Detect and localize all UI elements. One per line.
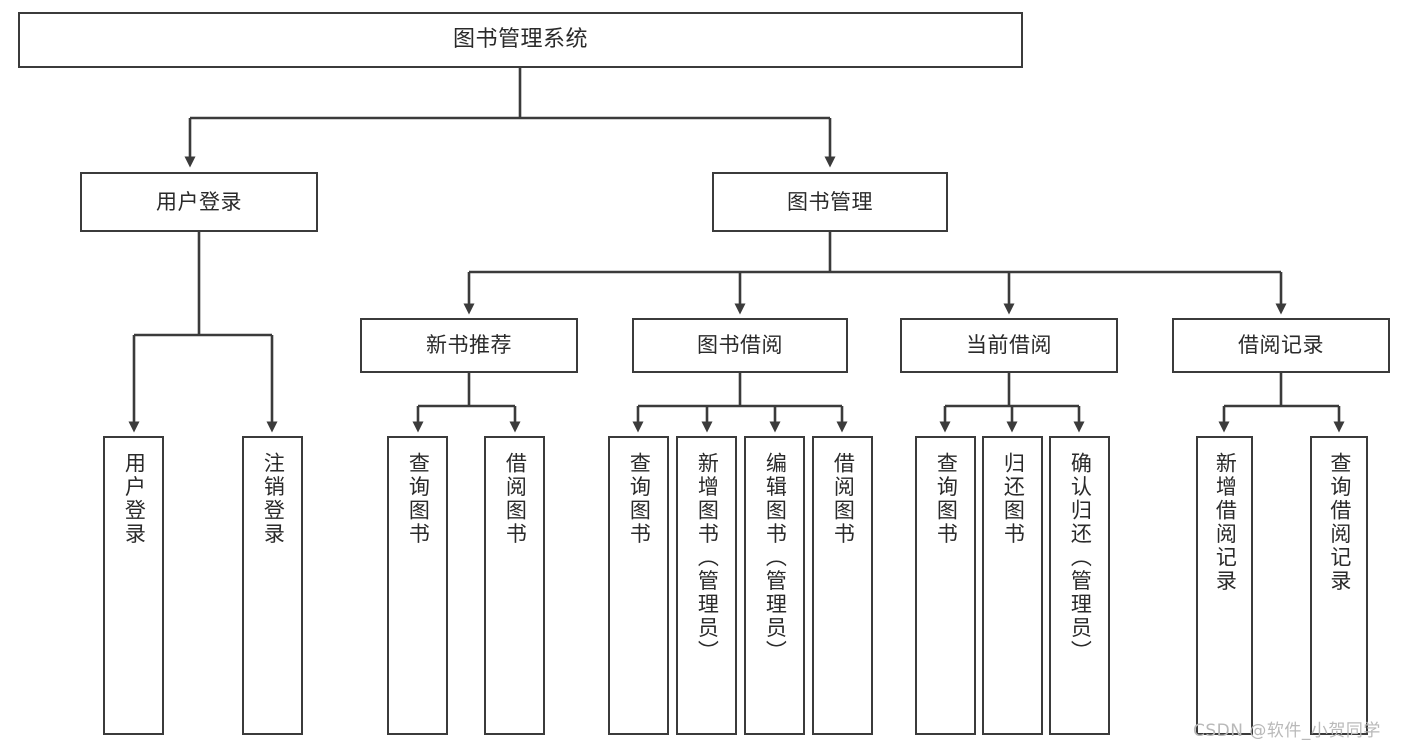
node-leaf-query-book-1-label: 查询图书 (406, 452, 431, 546)
node-book-borrow-label: 图书借阅 (697, 333, 783, 358)
node-book-manage[interactable]: 图书管理 (712, 172, 948, 232)
node-leaf-query-book-2[interactable]: 查询图书 (608, 436, 669, 735)
node-user-login-label: 用户登录 (156, 189, 242, 214)
node-current-borrow[interactable]: 当前借阅 (900, 318, 1118, 373)
node-leaf-query-book-3[interactable]: 查询图书 (915, 436, 976, 735)
node-leaf-borrow-book-1[interactable]: 借阅图书 (484, 436, 545, 735)
node-new-book-recommend[interactable]: 新书推荐 (360, 318, 578, 373)
node-leaf-edit-book[interactable]: 编辑图书（管理员） (744, 436, 805, 735)
node-leaf-user-login-label: 用户登录 (122, 452, 147, 546)
node-leaf-query-book-3-label: 查询图书 (934, 452, 959, 546)
edge-group-root (184, 68, 836, 168)
node-borrow-record-label: 借阅记录 (1238, 333, 1324, 358)
edge-group-new-book-recommend (412, 373, 521, 433)
node-new-book-recommend-label: 新书推荐 (426, 333, 512, 358)
node-leaf-borrow-book-2-label: 借阅图书 (831, 452, 856, 546)
node-root[interactable]: 图书管理系统 (18, 12, 1023, 68)
node-leaf-query-book-1[interactable]: 查询图书 (387, 436, 448, 735)
node-leaf-return-book[interactable]: 归还图书 (982, 436, 1043, 735)
node-leaf-add-book[interactable]: 新增图书（管理员） (676, 436, 737, 735)
node-leaf-logout-login[interactable]: 注销登录 (242, 436, 303, 735)
node-leaf-query-book-2-label: 查询图书 (627, 452, 652, 546)
node-leaf-user-login[interactable]: 用户登录 (103, 436, 164, 735)
node-root-label: 图书管理系统 (452, 27, 588, 53)
node-borrow-record[interactable]: 借阅记录 (1172, 318, 1390, 373)
node-leaf-query-borrow-record[interactable]: 查询借阅记录 (1310, 436, 1368, 735)
node-book-borrow[interactable]: 图书借阅 (632, 318, 848, 373)
edge-group-book-borrow (632, 373, 848, 433)
node-user-login[interactable]: 用户登录 (80, 172, 318, 232)
node-leaf-confirm-return-label: 确认归还（管理员） (1068, 452, 1093, 664)
node-leaf-borrow-book-2[interactable]: 借阅图书 (812, 436, 873, 735)
node-leaf-add-borrow-record[interactable]: 新增借阅记录 (1196, 436, 1253, 735)
csdn-watermark: CSDN @软件_小贺同学 (1193, 721, 1381, 741)
node-leaf-add-book-label: 新增图书（管理员） (695, 452, 720, 664)
edge-group-current-borrow (939, 373, 1085, 433)
node-leaf-add-borrow-record-label: 新增借阅记录 (1213, 452, 1238, 593)
node-leaf-return-book-label: 归还图书 (1001, 452, 1026, 546)
edge-group-user-login (128, 232, 278, 433)
node-leaf-edit-book-label: 编辑图书（管理员） (763, 452, 788, 664)
node-leaf-logout-login-label: 注销登录 (261, 452, 286, 546)
edge-group-borrow-record (1218, 373, 1345, 433)
node-leaf-query-borrow-record-label: 查询借阅记录 (1327, 452, 1352, 593)
node-leaf-confirm-return[interactable]: 确认归还（管理员） (1049, 436, 1110, 735)
edge-group-book-manage (463, 232, 1287, 315)
node-leaf-borrow-book-1-label: 借阅图书 (503, 452, 528, 546)
node-book-manage-label: 图书管理 (787, 189, 873, 214)
node-current-borrow-label: 当前借阅 (966, 333, 1052, 358)
